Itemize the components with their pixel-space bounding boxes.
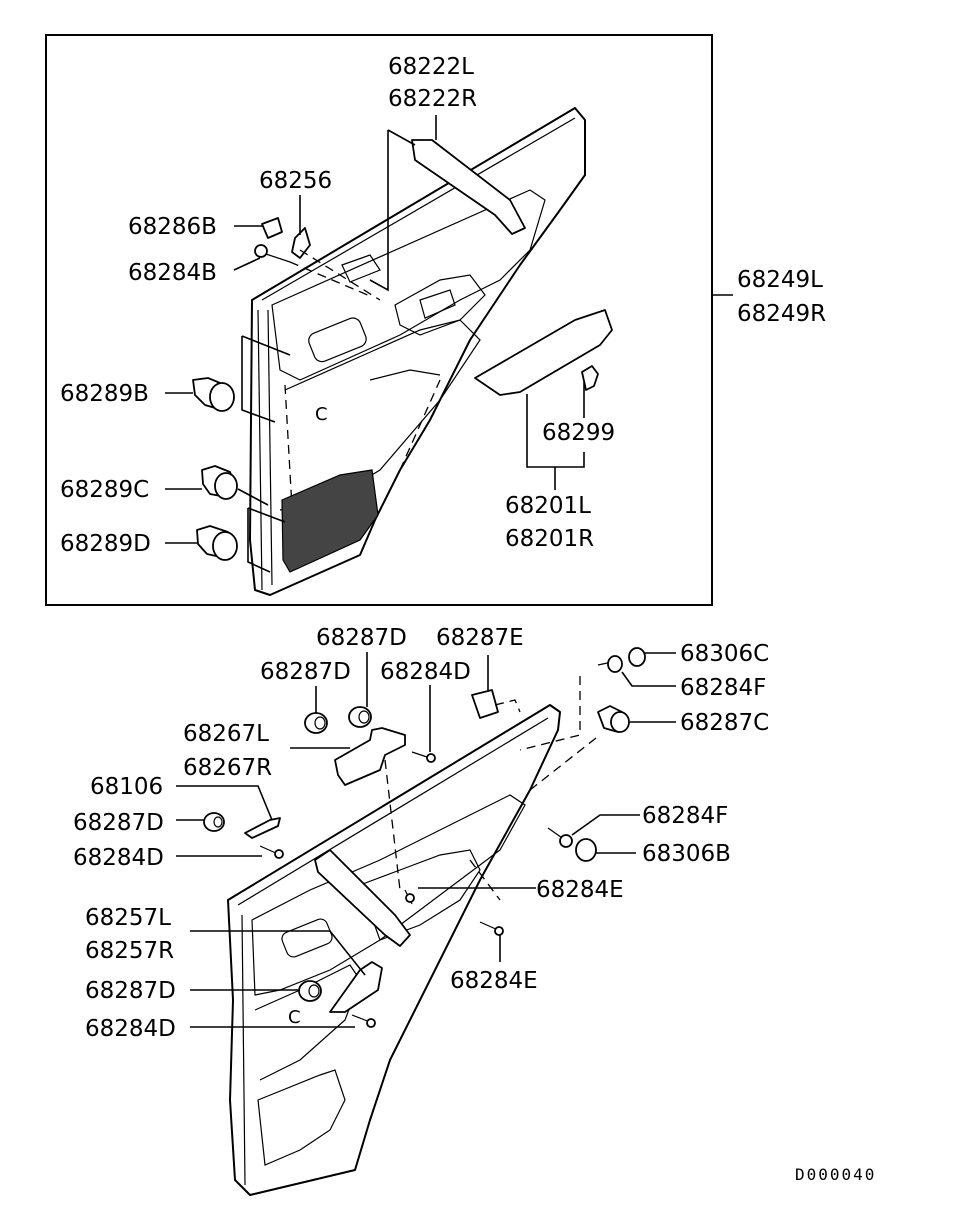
bracket-68267-icon xyxy=(334,727,406,786)
callout-68257L: 68257L xyxy=(85,905,171,931)
callout-68287E: 68287E xyxy=(436,625,524,651)
callout-68284D: 68284D xyxy=(380,659,471,685)
clip-68289D-icon xyxy=(196,525,238,561)
clip-68256-icon xyxy=(291,227,311,259)
clip-68287E-icon xyxy=(471,689,499,719)
nut-68287D-icon xyxy=(203,706,372,1002)
callout-68287C: 68287C xyxy=(680,710,769,736)
callout-68249R: 68249R xyxy=(737,301,826,327)
callout-68284F: 68284F xyxy=(680,675,766,701)
upper-door-trim-panel: C xyxy=(249,107,586,596)
callout-68299: 68299 xyxy=(542,420,615,446)
callout-68284E: 68284E xyxy=(536,877,624,903)
callout-68106: 68106 xyxy=(90,774,163,800)
svg-text:C: C xyxy=(288,1007,301,1028)
callout-labels: 68222L 68222R 68256 68286B 68284B 68249L… xyxy=(60,54,876,1184)
diagram-code: D000040 xyxy=(795,1165,876,1184)
callout-68201L: 68201L xyxy=(505,493,591,519)
clip-68287C-icon xyxy=(597,705,630,733)
armrest-68201 xyxy=(474,309,613,396)
callout-68287D: 68287D xyxy=(85,978,176,1004)
svg-text:C: C xyxy=(315,404,328,425)
rod-68106-icon xyxy=(244,817,281,839)
lower-door-trim-panel: C xyxy=(227,704,561,1196)
callout-68287D: 68287D xyxy=(73,810,164,836)
callout-68306B: 68306B xyxy=(642,841,731,867)
clip-68289C-icon xyxy=(201,465,238,500)
callout-68222L: 68222L xyxy=(388,54,474,80)
callout-68287D: 68287D xyxy=(316,625,407,651)
lower-leader-lines xyxy=(176,652,676,1028)
callout-68249L: 68249L xyxy=(737,267,823,293)
callout-68284D: 68284D xyxy=(85,1016,176,1042)
upper-assembly-frame xyxy=(45,34,713,606)
cap-68306B-icon xyxy=(575,838,597,862)
speaker-grille-icon xyxy=(281,469,379,573)
nut-68286B-icon xyxy=(261,217,283,239)
pull-handle-68222 xyxy=(411,139,526,235)
clip-68289B-icon xyxy=(192,377,235,412)
callout-68256: 68256 xyxy=(259,168,332,194)
callout-68284F: 68284F xyxy=(642,803,728,829)
callout-68201R: 68201R xyxy=(505,526,594,552)
bracket-68257-icon xyxy=(329,961,383,1013)
screw-68284B-icon xyxy=(254,244,291,263)
callout-68306C: 68306C xyxy=(680,641,769,667)
callout-68287D: 68287D xyxy=(260,659,351,685)
upper-leader-lines xyxy=(165,115,733,573)
callout-68289C: 68289C xyxy=(60,477,149,503)
screw-icon xyxy=(259,751,573,1028)
callout-68286B: 68286B xyxy=(128,214,217,240)
callout-68267L: 68267L xyxy=(183,721,269,747)
callout-68222R: 68222R xyxy=(388,86,477,112)
callout-68284B: 68284B xyxy=(128,260,217,286)
lower-pull-handle xyxy=(314,849,411,947)
callout-68257R: 68257R xyxy=(85,938,174,964)
callout-68289B: 68289B xyxy=(60,381,149,407)
callout-68267R: 68267R xyxy=(183,755,272,781)
clip-68299-icon xyxy=(581,365,599,391)
screw-68284F-icon xyxy=(597,647,646,673)
callout-68289D: 68289D xyxy=(60,531,151,557)
callout-68284E: 68284E xyxy=(450,968,538,994)
callout-68284D: 68284D xyxy=(73,845,164,871)
